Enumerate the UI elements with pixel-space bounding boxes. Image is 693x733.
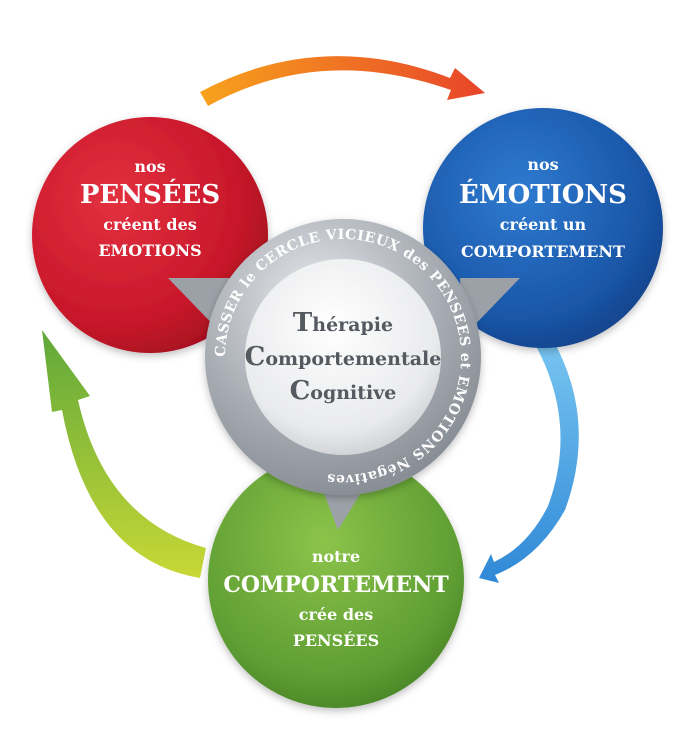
center-line1: Thérapie — [293, 308, 393, 338]
behavior-line4: PENSÉES — [293, 630, 379, 650]
arrow-left — [42, 330, 206, 578]
behavior-line1: notre — [312, 547, 360, 566]
arrow-right — [479, 338, 579, 583]
thoughts-line3: créent des — [103, 215, 197, 234]
emotions-line3: créent un — [500, 215, 587, 234]
emotions-line1: nos — [527, 155, 558, 174]
behavior-circle — [208, 452, 464, 708]
emotions-line2: ÉMOTIONS — [459, 178, 627, 210]
thoughts-line1: nos — [134, 157, 165, 176]
thoughts-line4: EMOTIONS — [98, 241, 201, 260]
thoughts-line2: PENSÉES — [80, 178, 220, 210]
center-inner-disc — [245, 259, 441, 455]
behavior-line3: crée des — [299, 605, 373, 624]
emotions-line4: COMPORTEMENT — [461, 242, 625, 261]
behavior-line2: COMPORTEMENT — [223, 572, 449, 598]
arrow-top — [200, 56, 485, 106]
center-line3: Cognitive — [290, 376, 397, 406]
center-line2: Comportementale — [245, 342, 442, 372]
